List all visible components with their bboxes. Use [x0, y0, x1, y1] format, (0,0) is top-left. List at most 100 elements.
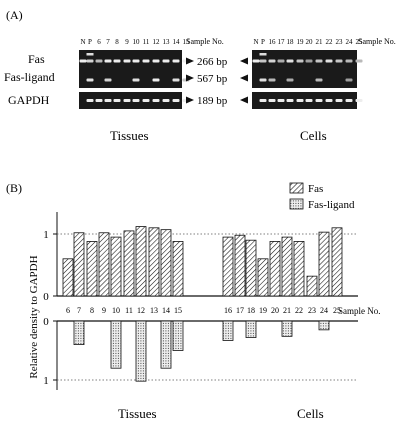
fas-bar-16 [222, 236, 234, 297]
gel-band [123, 99, 131, 102]
gel-band [355, 59, 363, 63]
lane-label: N [253, 38, 258, 46]
category-label-18: 18 [247, 306, 255, 315]
legend-swatch-fas-ligand [289, 198, 304, 210]
fas-bar-24 [318, 231, 330, 297]
fas-bar-25 [331, 227, 343, 297]
gel-band [172, 78, 180, 82]
lane-label: P [88, 38, 92, 46]
category-label-20: 20 [271, 306, 279, 315]
gel-band [355, 99, 363, 102]
lane-label: 19 [297, 38, 305, 46]
panel-a-label: (A) [6, 8, 23, 22]
lane-label: P [261, 38, 265, 46]
fas-bar-18 [245, 239, 257, 297]
panel-b-label: (B) [6, 181, 22, 195]
gel-band [277, 99, 285, 102]
sample-no-label-a2: Sample No. [358, 37, 396, 46]
gel-band [123, 59, 131, 63]
fas-bar-8 [86, 241, 98, 297]
fas-bar-9 [98, 232, 110, 297]
gel-band [335, 59, 343, 63]
gel-band [296, 59, 304, 63]
gel-band [305, 59, 313, 63]
size-label-gapdh: 189 bp [197, 95, 228, 107]
group-label-cells-b: Cells [297, 406, 324, 421]
upper-tick-label-0: 0 [43, 291, 49, 303]
lane-label: 20 [306, 38, 314, 46]
category-label-15: 15 [174, 306, 182, 315]
upper-tick-label-1: 1 [43, 229, 49, 241]
fas-bar-22 [293, 241, 305, 297]
gel-band [277, 59, 285, 63]
gel-band [259, 59, 267, 63]
gel-block [252, 92, 357, 109]
gel-band [259, 78, 267, 82]
lower-tick-label-1: 1 [43, 375, 49, 387]
group-label-tissues-b: Tissues [118, 406, 157, 421]
category-label-7: 7 [77, 306, 81, 315]
category-label-10: 10 [112, 306, 120, 315]
fas-bar-12 [135, 226, 147, 297]
gel-band [286, 78, 294, 82]
fas-bar-11 [123, 230, 135, 297]
gel-band [305, 99, 313, 102]
row-name-fas: Fas [28, 52, 45, 66]
category-label-14: 14 [162, 306, 170, 315]
gel-images [79, 50, 363, 109]
fas-bar-19 [257, 258, 269, 297]
fas-bar-23 [306, 275, 318, 297]
category-label-12: 12 [137, 306, 145, 315]
gel-band [152, 59, 160, 63]
gel-band [259, 99, 267, 102]
gel-band [259, 53, 267, 56]
fas-ligand-bar-14 [160, 320, 172, 369]
fas-bar-14 [160, 229, 172, 297]
size-label-fas: 266 bp [197, 56, 228, 68]
category-label-13: 13 [150, 306, 158, 315]
gel-band [345, 59, 353, 63]
arrow-left-gapdh [186, 96, 194, 104]
category-label-9: 9 [102, 306, 106, 315]
group-label-tissues-a: Tissues [110, 128, 149, 143]
sample-no-label-a: Sample No. [186, 37, 224, 46]
fas-bar-13 [148, 227, 160, 297]
fas-ligand-bar-10 [110, 320, 122, 369]
lane-label: 12 [153, 38, 161, 46]
gel-band [268, 78, 276, 82]
gel-band [95, 99, 103, 102]
fas-bar-21 [281, 236, 293, 297]
y-axis-label: Relative density to GAPDH [28, 255, 40, 378]
gel-band [113, 59, 121, 63]
fas-ligand-bar-21 [281, 320, 293, 337]
fas-bar-10 [110, 236, 122, 297]
gel-band [296, 99, 304, 102]
gel-band [172, 59, 180, 63]
gel-band [345, 99, 353, 102]
lane-label: 15 [183, 38, 191, 46]
fas-bars [62, 226, 343, 297]
lane-label: 14 [173, 38, 181, 46]
lane-label: 24 [346, 38, 354, 46]
gel-band [335, 99, 343, 102]
gel-band [104, 99, 112, 102]
gel-band [286, 59, 294, 63]
fas-bar-17 [234, 234, 246, 297]
gel-band [252, 59, 260, 63]
lane-label: 23 [336, 38, 344, 46]
gel-band [142, 59, 150, 63]
gel-band [86, 59, 94, 63]
gel-band [95, 59, 103, 63]
category-label-22: 22 [295, 306, 303, 315]
category-label-6: 6 [66, 306, 70, 315]
legend-label-fas: Fas [308, 183, 323, 195]
lane-label: 17 [278, 38, 286, 46]
gel-band [86, 53, 94, 56]
gel-band [104, 59, 112, 63]
gel-band [86, 99, 94, 102]
gel-band [268, 99, 276, 102]
lane-label: 13 [163, 38, 171, 46]
